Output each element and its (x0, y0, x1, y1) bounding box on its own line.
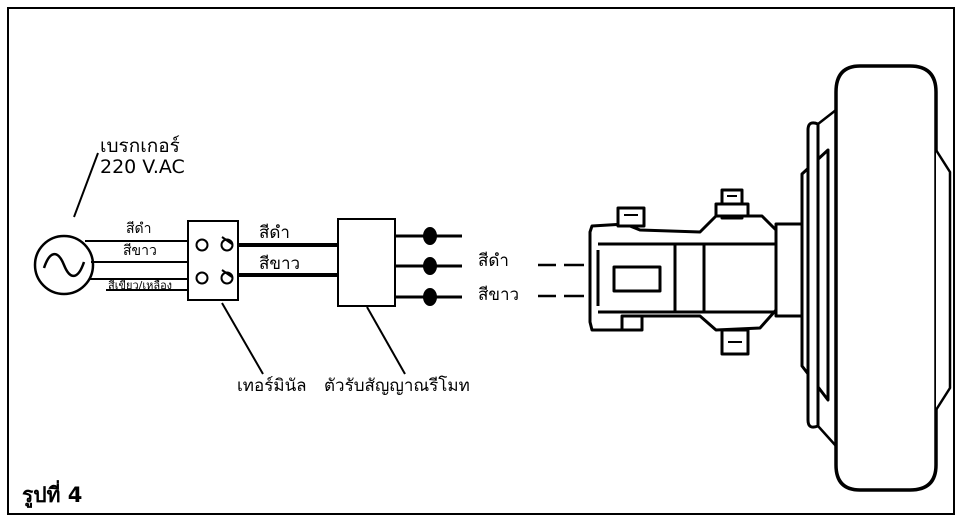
mid-wires (238, 243, 338, 277)
wire-white-out-label: สีขาว (478, 285, 520, 305)
input-wires (85, 240, 188, 291)
motor-leads (538, 263, 584, 298)
wire-black-in-label: สีดำ (126, 221, 152, 237)
wire-black-mid-label: สีดำ (259, 223, 290, 243)
wire-white-mid-label: สีขาว (259, 254, 301, 274)
receiver-leader-line (366, 306, 406, 375)
wire-connectors (423, 227, 437, 306)
wire-ground-in-label: สีเขียว/เหลือง (108, 279, 173, 292)
motor-assembly-icon (588, 64, 952, 492)
wire-black-out-label: สีดำ (478, 251, 509, 271)
receiver-label: ตัวรับสัญญาณรีโมท (324, 376, 470, 396)
breaker-label: เบรกเกอร์ (100, 135, 180, 157)
figure-caption: รูปที่ 4 (22, 483, 83, 507)
wire-white-in-label: สีขาว (123, 243, 157, 259)
terminal-block (187, 220, 239, 301)
voltage-label: 220 V.AC (100, 156, 185, 178)
breaker-leader-line (73, 152, 99, 218)
terminal-label: เทอร์มินัล (237, 376, 307, 396)
terminal-leader-line (221, 302, 264, 375)
ac-source-icon (33, 234, 95, 296)
receiver-box (337, 218, 396, 307)
